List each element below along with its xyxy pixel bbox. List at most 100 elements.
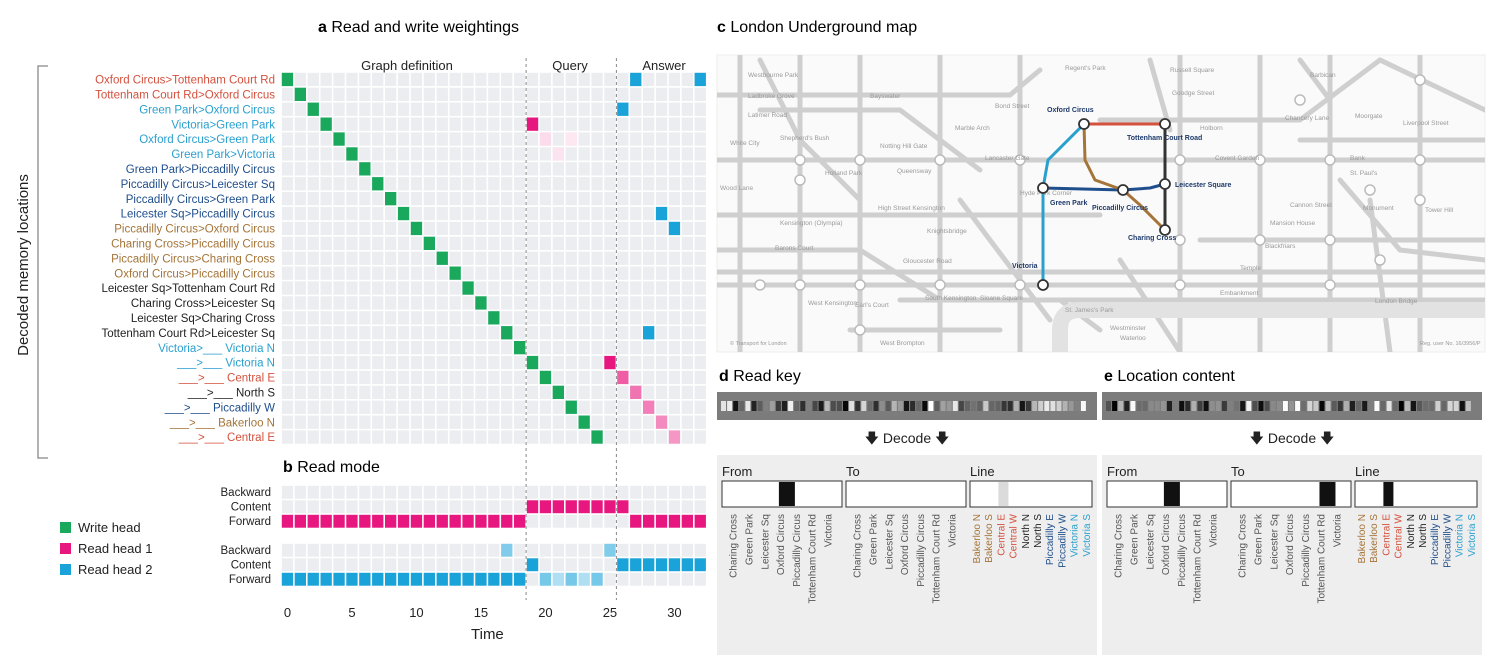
panel-e-box-2 xyxy=(1354,480,1478,508)
bg-cell xyxy=(410,400,423,414)
bg-cell xyxy=(591,236,603,250)
bg-cell xyxy=(578,221,590,236)
bg-cell xyxy=(681,400,693,414)
bg-cell xyxy=(320,311,332,325)
bg-cell xyxy=(604,192,616,206)
bg-cell xyxy=(475,117,487,131)
bg-cell xyxy=(591,281,603,295)
panel-e-strip-bit xyxy=(1106,401,1111,411)
bg-cell xyxy=(359,236,371,250)
bg-cell xyxy=(604,102,616,116)
bg-cell xyxy=(320,87,332,101)
bg-cell xyxy=(526,572,539,586)
bg-cell xyxy=(346,296,358,310)
panel-e-strip-bit xyxy=(1435,401,1441,411)
bg-cell xyxy=(565,326,577,340)
read-mode-cell xyxy=(668,558,681,572)
read-head-2-cell xyxy=(630,72,642,87)
bg-cell xyxy=(410,415,423,429)
bg-cell xyxy=(359,485,371,499)
bg-cell xyxy=(488,543,500,557)
bg-cell xyxy=(514,558,526,572)
panel-e-strip-bit xyxy=(1179,401,1185,411)
bg-cell xyxy=(514,311,526,325)
bg-cell xyxy=(501,236,513,250)
bg-cell xyxy=(346,370,358,385)
bg-cell xyxy=(591,485,603,499)
bg-cell xyxy=(681,281,693,295)
grey-station xyxy=(1414,194,1426,206)
read-head-1-cell xyxy=(539,132,552,146)
panel-e-strip-bit xyxy=(1313,401,1319,411)
bg-cell xyxy=(294,102,306,116)
bg-cell xyxy=(668,311,681,325)
bg-cell xyxy=(346,132,358,146)
bg-cell xyxy=(346,415,358,429)
panel-d-strip-bit xyxy=(1062,401,1068,411)
bg-cell xyxy=(462,251,474,265)
bg-cell xyxy=(294,326,306,340)
panel-d-strip-bit xyxy=(830,401,836,411)
bg-cell xyxy=(372,192,384,206)
bg-cell xyxy=(385,87,397,101)
bg-cell xyxy=(514,281,526,295)
bg-cell xyxy=(526,266,539,280)
bg-cell xyxy=(281,385,294,399)
map-grey-label: Lancaster Gate xyxy=(985,155,1030,162)
panel-d-strip-bit xyxy=(977,401,983,411)
read-mode-label: Content xyxy=(231,501,272,513)
panel-e-tick-label: Victoria S xyxy=(1467,514,1478,557)
bg-cell xyxy=(604,558,616,572)
bg-cell xyxy=(410,251,423,265)
bg-cell xyxy=(294,177,306,191)
bg-cell xyxy=(578,514,590,528)
bg-cell xyxy=(604,162,616,176)
bg-cell xyxy=(397,326,410,340)
bg-cell xyxy=(514,543,526,557)
row-label-13: Oxford Circus>Piccadilly Circus xyxy=(114,268,275,280)
bg-cell xyxy=(578,370,590,385)
bg-cell xyxy=(488,281,500,295)
bg-cell xyxy=(307,485,319,499)
panel-e-tick-label: Victoria N xyxy=(1455,514,1466,557)
bg-cell xyxy=(423,400,435,414)
bg-cell xyxy=(372,296,384,310)
bg-cell xyxy=(449,311,461,325)
bg-cell xyxy=(514,296,526,310)
bg-cell xyxy=(681,72,693,87)
bg-cell xyxy=(359,355,371,370)
bg-cell xyxy=(281,192,294,206)
bg-cell xyxy=(281,415,294,429)
read-head-2-cell xyxy=(694,72,706,87)
bg-cell xyxy=(397,281,410,295)
panel-e-tick-label: North S xyxy=(1418,514,1429,548)
bg-cell xyxy=(385,500,397,514)
bg-cell xyxy=(565,221,577,236)
bg-cell xyxy=(501,558,513,572)
bg-cell xyxy=(655,132,668,146)
bg-cell xyxy=(397,162,410,176)
bg-cell xyxy=(307,236,319,250)
bg-cell xyxy=(578,102,590,116)
bg-cell xyxy=(475,177,487,191)
bg-cell xyxy=(346,355,358,370)
bg-cell xyxy=(359,281,371,295)
read-mode-cell xyxy=(591,572,603,586)
bg-cell xyxy=(346,326,358,340)
panel-e-strip-bit xyxy=(1319,401,1325,411)
bg-cell xyxy=(449,177,461,191)
bg-cell xyxy=(565,543,577,557)
bg-cell xyxy=(617,430,629,444)
read-mode-cell xyxy=(617,500,629,514)
bg-cell xyxy=(294,117,306,131)
bg-cell xyxy=(526,221,539,236)
panel-d-tick-label: Piccadilly Circus xyxy=(792,514,803,587)
panel-d-tick-label: Green Park xyxy=(745,513,756,565)
grey-station xyxy=(1014,279,1026,291)
bg-cell xyxy=(333,296,345,310)
write-head-cell xyxy=(281,72,294,87)
bg-cell xyxy=(475,236,487,250)
bg-cell xyxy=(526,514,539,528)
bg-cell xyxy=(501,251,513,265)
bg-cell xyxy=(462,236,474,250)
